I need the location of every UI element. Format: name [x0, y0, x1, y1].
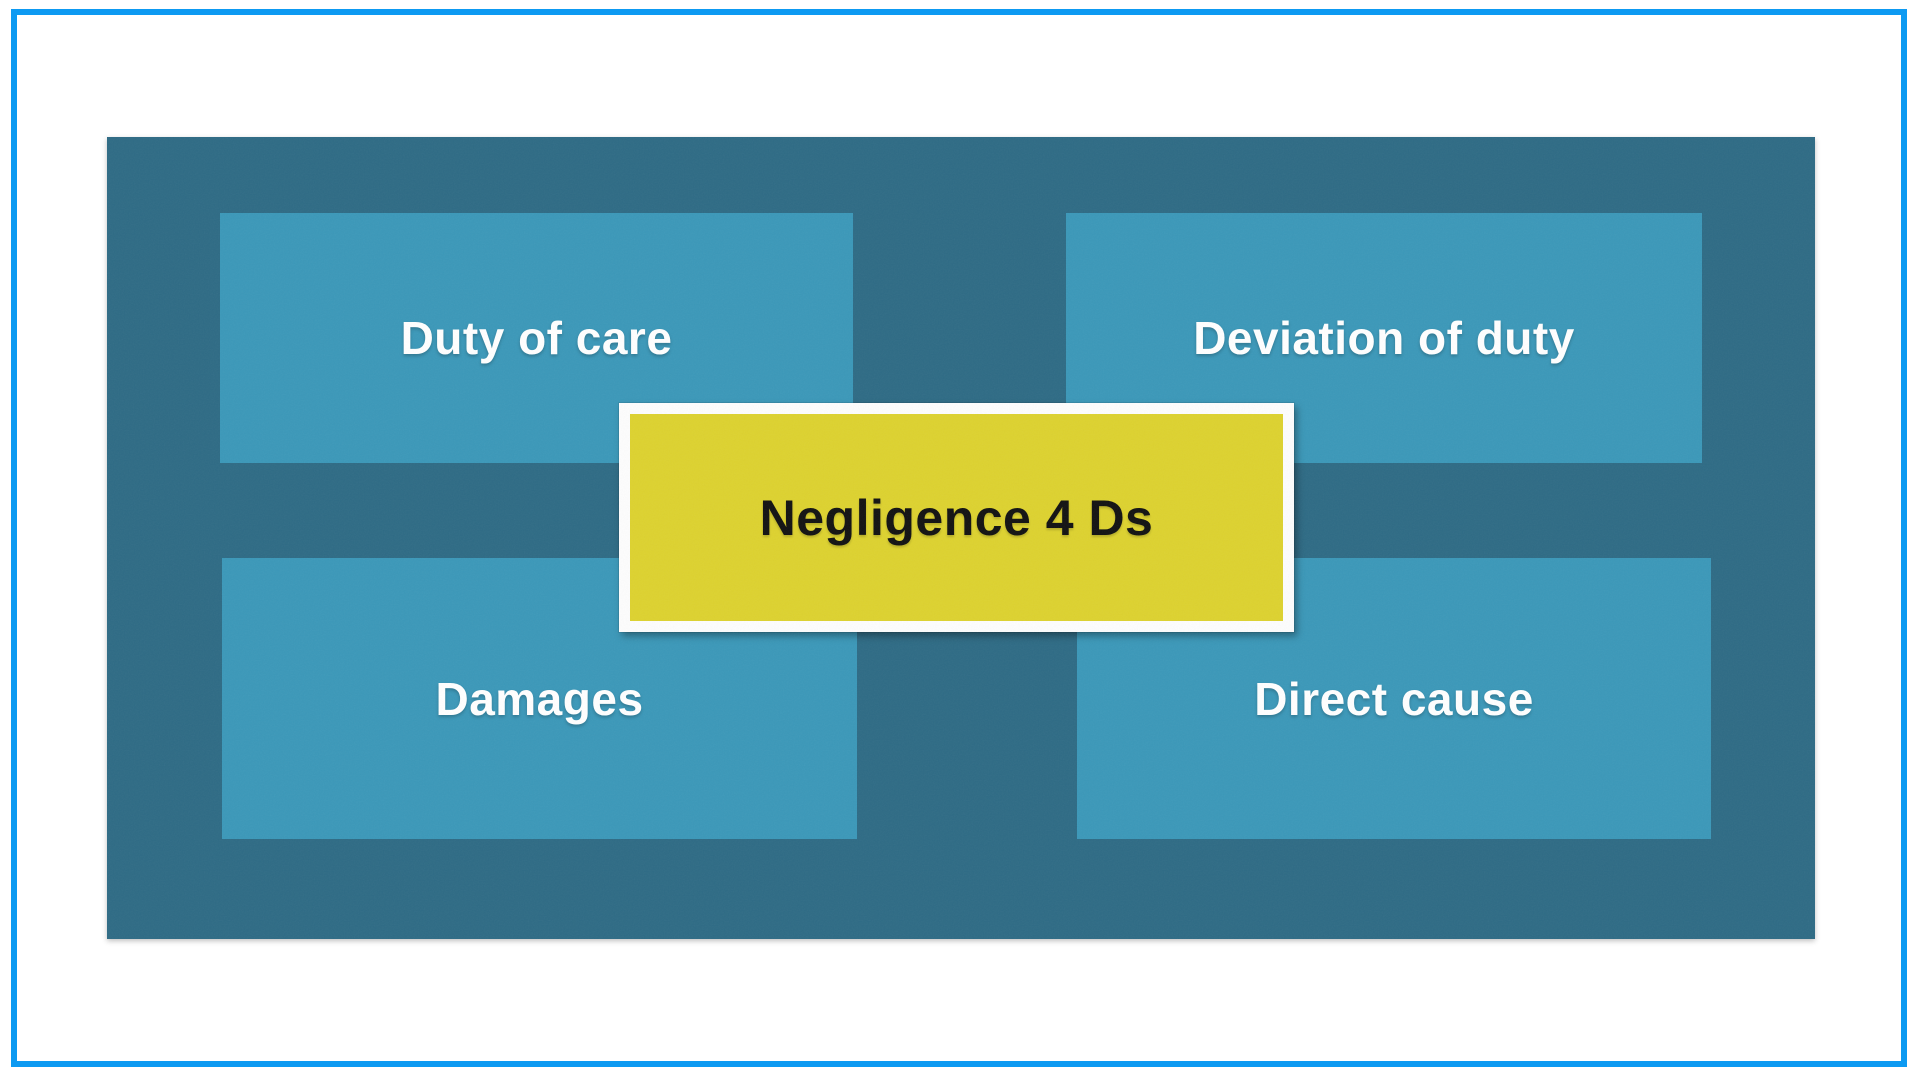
diagram-panel: Duty of care Deviation of duty Damages D…: [107, 137, 1815, 939]
quadrant-label-damages: Damages: [435, 672, 644, 725]
center-box-negligence: Negligence 4 Ds: [619, 403, 1294, 632]
quadrant-label-deviation-of-duty: Deviation of duty: [1193, 312, 1575, 364]
quadrant-label-direct-cause: Direct cause: [1254, 672, 1534, 725]
center-label-negligence: Negligence 4 Ds: [759, 489, 1154, 546]
quadrant-label-duty-of-care: Duty of care: [400, 312, 673, 364]
